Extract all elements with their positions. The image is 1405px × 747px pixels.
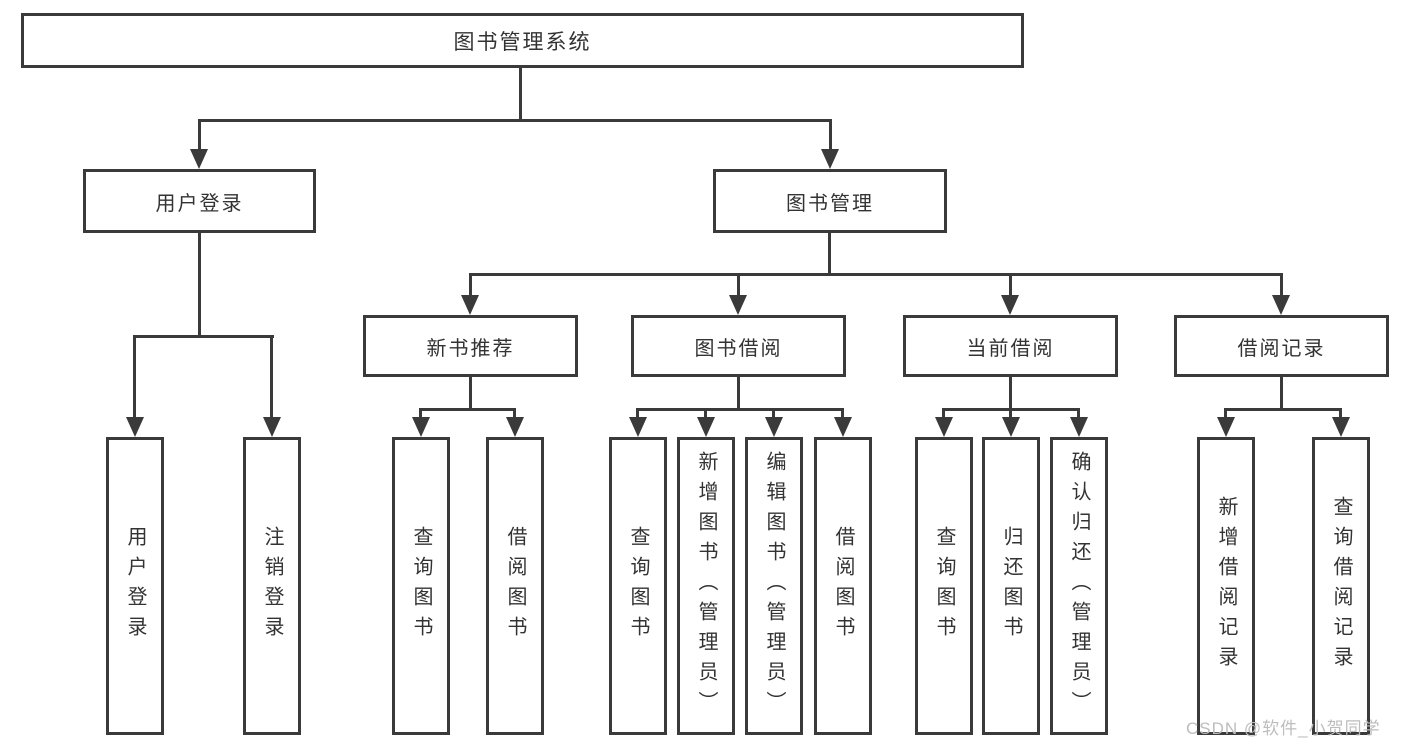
leaf-bb-borrow-books: 借阅图书: [814, 437, 872, 735]
leaf-bb-edit-books-admin-label: 编辑图书（管理员）: [763, 451, 785, 721]
leaf-logout: 注销登录: [243, 437, 301, 735]
leaf-bb-add-books-admin: 新增图书（管理员）: [677, 437, 735, 735]
arrowhead-book-management: [821, 149, 839, 169]
connector-drop-cb-return: [1009, 408, 1012, 419]
connector-book-management-stem: [828, 233, 831, 273]
leaf-br-add-record-label: 新增借阅记录: [1215, 496, 1237, 676]
arrowhead-book-borrowing: [729, 295, 747, 315]
connector-root-stem: [519, 68, 522, 119]
connector-drop-book-management: [829, 119, 832, 150]
connector-drop-bb-query: [636, 408, 639, 419]
arrowhead-nbr-borrow: [506, 417, 524, 437]
arrowhead-user-login: [190, 149, 208, 169]
arrowhead-br-add: [1217, 417, 1235, 437]
arrowhead-cb-query: [935, 417, 953, 437]
node-user-login: 用户登录: [83, 169, 316, 233]
node-borrow-records: 借阅记录: [1174, 315, 1389, 377]
node-new-book-recommend: 新书推荐: [363, 315, 578, 377]
leaf-user-login-label: 用户登录: [124, 526, 146, 646]
node-borrow-records-label: 借阅记录: [1237, 337, 1326, 360]
arrowhead-bb-edit: [765, 417, 783, 437]
leaf-bb-edit-books-admin: 编辑图书（管理员）: [745, 437, 803, 735]
leaf-br-add-record: 新增借阅记录: [1197, 437, 1255, 735]
connector-drop-current-borrowing: [1009, 273, 1012, 297]
arrowhead-bb-query: [629, 417, 647, 437]
connector-drop-nbr-borrow: [513, 408, 516, 419]
connector-drop-br-add: [1224, 408, 1227, 419]
connector-book-borrowing-bar: [637, 408, 844, 411]
connector-drop-bb-add: [704, 408, 707, 419]
node-root: 图书管理系统: [21, 13, 1024, 68]
leaf-bb-add-books-admin-label: 新增图书（管理员）: [695, 451, 717, 721]
connector-book-borrowing-stem: [737, 377, 740, 408]
connector-user-login-bar: [133, 335, 274, 338]
node-root-label: 图书管理系统: [453, 30, 592, 54]
leaf-nbr-borrow-books-label: 借阅图书: [504, 526, 526, 646]
connector-new-book-recommend-bar: [420, 408, 516, 411]
node-book-management: 图书管理: [713, 169, 947, 233]
arrowhead-current-borrowing: [1001, 295, 1019, 315]
leaf-cb-return-books-label: 归还图书: [1000, 526, 1022, 646]
arrowhead-cb-return: [1002, 417, 1020, 437]
connector-drop-br-query: [1339, 408, 1342, 419]
leaf-bb-query-books: 查询图书: [609, 437, 667, 735]
connector-user-login-stem: [198, 233, 201, 335]
csdn-watermark: CSDN @软件_小贺同学: [1186, 719, 1381, 738]
connector-drop-bb-borrow: [841, 408, 844, 419]
connector-borrow-records-stem: [1280, 377, 1283, 408]
connector-drop-new-book-recommend: [469, 273, 472, 297]
connector-drop-leaf-logout: [270, 335, 273, 417]
leaf-br-query-record-label: 查询借阅记录: [1330, 496, 1352, 676]
connector-root-bar: [198, 119, 832, 122]
leaf-br-query-record: 查询借阅记录: [1312, 437, 1370, 735]
leaf-cb-confirm-return-admin: 确认归还（管理员）: [1050, 437, 1108, 735]
arrowhead-bb-borrow: [834, 417, 852, 437]
connector-borrow-records-bar: [1225, 408, 1342, 411]
leaf-user-login: 用户登录: [106, 437, 164, 735]
connector-drop-leaf-user-login: [133, 335, 136, 417]
leaf-cb-query-books: 查询图书: [915, 437, 973, 735]
node-current-borrowing: 当前借阅: [903, 315, 1118, 377]
node-current-borrowing-label: 当前借阅: [966, 337, 1055, 360]
connector-drop-user-login: [198, 119, 201, 150]
connector-current-borrowing-stem: [1009, 377, 1012, 408]
arrowhead-nbr-query: [412, 417, 430, 437]
connector-drop-cb-confirm: [1077, 408, 1080, 419]
node-book-management-label: 图书管理: [786, 192, 874, 215]
connector-drop-book-borrowing: [737, 273, 740, 297]
connector-drop-nbr-query: [419, 408, 422, 419]
node-book-borrowing-label: 图书借阅: [694, 337, 783, 360]
arrowhead-cb-confirm: [1070, 417, 1088, 437]
leaf-bb-query-books-label: 查询图书: [627, 526, 649, 646]
connector-drop-borrow-records: [1280, 273, 1283, 297]
leaf-nbr-query-books: 查询图书: [392, 437, 450, 735]
arrowhead-br-query: [1332, 417, 1350, 437]
arrowhead-borrow-records: [1272, 295, 1290, 315]
arrowhead-leaf-logout: [263, 417, 281, 437]
leaf-cb-return-books: 归还图书: [982, 437, 1040, 735]
arrowhead-bb-add: [697, 417, 715, 437]
leaf-nbr-query-books-label: 查询图书: [410, 526, 432, 646]
leaf-logout-label: 注销登录: [261, 526, 283, 646]
node-new-book-recommend-label: 新书推荐: [426, 337, 515, 360]
connector-new-book-recommend-stem: [469, 377, 472, 408]
node-user-login-label: 用户登录: [155, 192, 244, 215]
leaf-cb-confirm-return-admin-label: 确认归还（管理员）: [1068, 451, 1090, 721]
leaf-bb-borrow-books-label: 借阅图书: [832, 526, 854, 646]
connector-drop-cb-query: [942, 408, 945, 419]
node-book-borrowing: 图书借阅: [631, 315, 846, 377]
arrowhead-new-book-recommend: [461, 295, 479, 315]
connector-book-management-bar: [469, 273, 1283, 276]
leaf-cb-query-books-label: 查询图书: [933, 526, 955, 646]
leaf-nbr-borrow-books: 借阅图书: [486, 437, 544, 735]
connector-drop-bb-edit: [772, 408, 775, 419]
arrowhead-leaf-user-login: [126, 417, 144, 437]
